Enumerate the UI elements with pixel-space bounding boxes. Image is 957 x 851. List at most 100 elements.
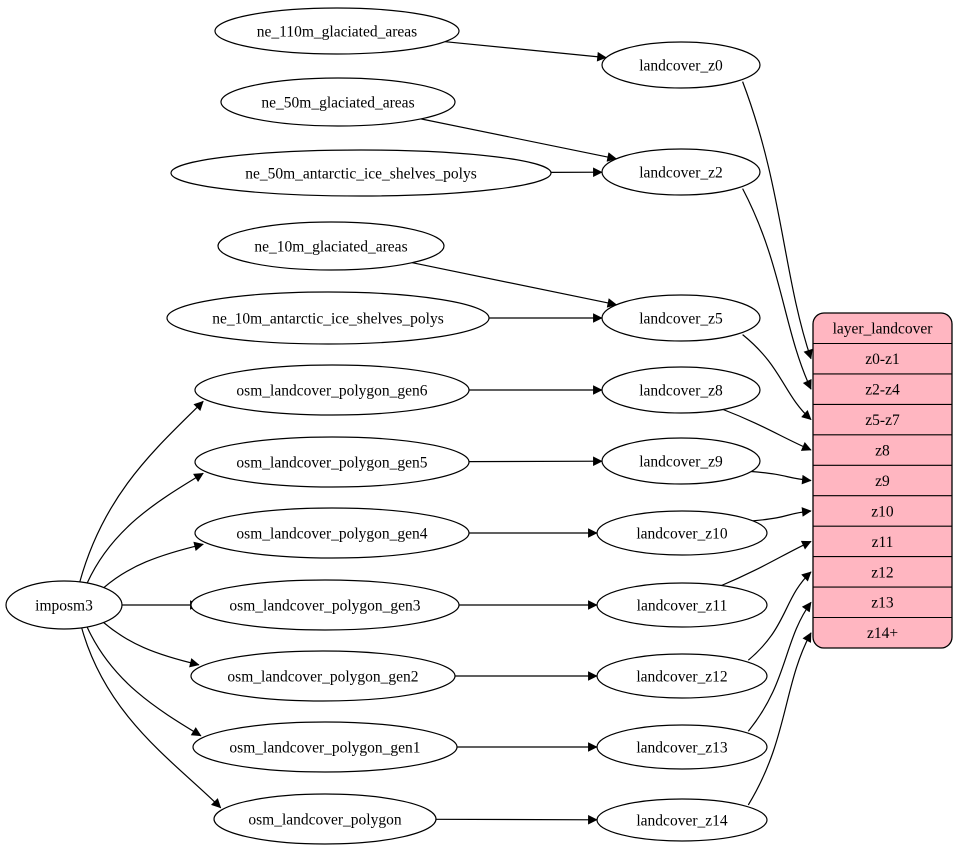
table-row-z9: z9: [875, 473, 890, 490]
edges-layer: [79, 41, 813, 825]
table-row-z0-z1: z0-z1: [865, 351, 899, 368]
node-label-landcover_z13: landcover_z13: [636, 739, 727, 756]
node-ellipse-landcover_z14: [596, 798, 768, 842]
node-label-landcover_z5: landcover_z5: [639, 310, 723, 327]
node-label-landcover_z2: landcover_z2: [639, 164, 723, 181]
node-label-ne_110m_glaciated_areas: ne_110m_glaciated_areas: [257, 23, 417, 40]
node-ellipse-landcover_z0: [601, 41, 761, 89]
node-landcover_z8: landcover_z8: [601, 366, 761, 414]
node-label-osm_landcover_polygon_gen3: osm_landcover_polygon_gen3: [229, 597, 420, 614]
node-label-osm_landcover_polygon: osm_landcover_polygon: [248, 811, 402, 828]
table-row-z8: z8: [875, 442, 890, 459]
node-ne_10m_glaciated_areas: ne_10m_glaciated_areas: [217, 221, 445, 271]
node-label-ne_10m_glaciated_areas: ne_10m_glaciated_areas: [254, 238, 407, 255]
edge-landcover_z9-to-row-z9: [751, 470, 812, 485]
edge-landcover_z10-to-row-z10: [752, 507, 812, 522]
edge-landcover_z14-to-row-z14+: [747, 632, 812, 806]
node-label-landcover_z12: landcover_z12: [636, 668, 727, 685]
node-osm_landcover_polygon: osm_landcover_polygon: [213, 793, 437, 845]
node-ellipse-osm_landcover_polygon_gen6: [194, 364, 470, 416]
node-osm_landcover_polygon_gen4: osm_landcover_polygon_gen4: [194, 507, 470, 559]
node-ellipse-landcover_z12: [596, 653, 768, 699]
node-landcover_z14: landcover_z14: [596, 798, 768, 842]
node-landcover_z0: landcover_z0: [601, 41, 761, 89]
edge-landcover_z0-to-row-z0-z1: [742, 81, 813, 360]
node-label-osm_landcover_polygon_gen6: osm_landcover_polygon_gen6: [236, 382, 427, 399]
edge-osm_landcover_polygon-to-landcover_z14: [435, 814, 598, 825]
edge-imposm3-to-osm_landcover_polygon: [81, 627, 222, 809]
edge-imposm3-to-osm_landcover_polygon_gen4: [103, 541, 204, 589]
table-layer-landcover: layer_landcoverz0-z1z2-z4z5-z7z8z9z10z11…: [812, 312, 953, 649]
edge-landcover_z8-to-row-z8: [722, 408, 812, 451]
node-ellipse-osm_landcover_polygon_gen1: [192, 721, 458, 773]
edge-ne_110m_glaciated_areas-to-landcover_z0: [445, 41, 607, 62]
node-label-ne_50m_antarctic_ice_shelves_polys: ne_50m_antarctic_ice_shelves_polys: [245, 165, 477, 182]
edge-ne_50m_glaciated_areas-to-landcover_z2: [420, 118, 617, 162]
edge-ne_10m_glaciated_areas-to-landcover_z5: [412, 262, 618, 308]
node-imposm3: imposm3: [5, 580, 123, 630]
node-ellipse-landcover_z10: [596, 510, 768, 556]
node-ne_10m_antarctic_ice_shelves_polys: ne_10m_antarctic_ice_shelves_polys: [166, 291, 490, 345]
node-ellipse-landcover_z5: [601, 294, 761, 342]
table-layer: layer_landcoverz0-z1z2-z4z5-z7z8z9z10z11…: [812, 312, 953, 649]
edge-imposm3-to-osm_landcover_polygon_gen1: [86, 626, 202, 737]
node-label-ne_10m_antarctic_ice_shelves_polys: ne_10m_antarctic_ice_shelves_polys: [212, 310, 444, 327]
table-title: layer_landcover: [833, 321, 934, 338]
node-label-landcover_z10: landcover_z10: [636, 525, 727, 542]
node-ellipse-imposm3: [5, 580, 123, 630]
node-ellipse-landcover_z9: [601, 437, 761, 485]
edge-landcover_z12-to-row-z12: [747, 571, 812, 661]
table-row-z14+: z14+: [867, 625, 898, 642]
node-ellipse-landcover_z11: [596, 582, 768, 628]
node-label-landcover_z9: landcover_z9: [639, 453, 723, 470]
node-ellipse-landcover_z13: [596, 724, 768, 770]
node-ne_110m_glaciated_areas: ne_110m_glaciated_areas: [214, 7, 460, 55]
node-landcover_z11: landcover_z11: [596, 582, 768, 628]
node-ellipse-landcover_z2: [601, 148, 761, 196]
edge-landcover_z11-to-row-z11: [721, 540, 812, 587]
node-ne_50m_glaciated_areas: ne_50m_glaciated_areas: [220, 77, 456, 127]
node-label-landcover_z11: landcover_z11: [637, 597, 728, 614]
table-row-z2-z4: z2-z4: [865, 382, 900, 399]
edge-imposm3-to-osm_landcover_polygon_gen5: [86, 472, 204, 584]
node-label-osm_landcover_polygon_gen5: osm_landcover_polygon_gen5: [236, 454, 427, 471]
node-label-imposm3: imposm3: [35, 597, 93, 614]
node-osm_landcover_polygon_gen5: osm_landcover_polygon_gen5: [194, 436, 470, 488]
node-osm_landcover_polygon_gen6: osm_landcover_polygon_gen6: [194, 364, 470, 416]
node-label-osm_landcover_polygon_gen4: osm_landcover_polygon_gen4: [236, 525, 427, 542]
node-landcover_z5: landcover_z5: [601, 294, 761, 342]
node-ellipse-osm_landcover_polygon_gen3: [190, 579, 460, 631]
node-label-landcover_z0: landcover_z0: [639, 57, 723, 74]
node-ellipse-osm_landcover_polygon_gen4: [194, 507, 470, 559]
table-row-z5-z7: z5-z7: [865, 412, 900, 429]
nodes-layer: imposm3 ne_110m_glaciated_areas ne_50m_gla…: [5, 7, 768, 845]
node-osm_landcover_polygon_gen3: osm_landcover_polygon_gen3: [190, 579, 460, 631]
edge-imposm3-to-osm_landcover_polygon_gen2: [103, 622, 200, 668]
node-landcover_z2: landcover_z2: [601, 148, 761, 196]
node-ellipse-osm_landcover_polygon_gen2: [190, 650, 456, 702]
node-osm_landcover_polygon_gen2: osm_landcover_polygon_gen2: [190, 650, 456, 702]
edge-landcover_z5-to-row-z5-z7: [742, 334, 812, 421]
edge-landcover_z2-to-row-z2-z4: [742, 188, 812, 390]
node-ne_50m_antarctic_ice_shelves_polys: ne_50m_antarctic_ice_shelves_polys: [170, 149, 552, 197]
node-ellipse-ne_10m_antarctic_ice_shelves_polys: [166, 291, 490, 345]
node-landcover_z12: landcover_z12: [596, 653, 768, 699]
edge-imposm3-to-osm_landcover_polygon_gen6: [79, 400, 204, 583]
node-landcover_z9: landcover_z9: [601, 437, 761, 485]
node-ellipse-ne_110m_glaciated_areas: [214, 7, 460, 55]
node-ellipse-ne_10m_glaciated_areas: [217, 221, 445, 271]
node-label-landcover_z14: landcover_z14: [636, 812, 727, 829]
node-ellipse-ne_50m_antarctic_ice_shelves_polys: [170, 149, 552, 197]
node-landcover_z10: landcover_z10: [596, 510, 768, 556]
table-row-z10: z10: [871, 503, 894, 520]
node-ellipse-osm_landcover_polygon_gen5: [194, 436, 470, 488]
table-row-z13: z13: [871, 595, 894, 612]
node-ellipse-osm_landcover_polygon: [213, 793, 437, 845]
edge-landcover_z13-to-row-z13: [747, 601, 812, 732]
node-label-ne_50m_glaciated_areas: ne_50m_glaciated_areas: [261, 94, 414, 111]
node-ellipse-ne_50m_glaciated_areas: [220, 77, 456, 127]
node-landcover_z13: landcover_z13: [596, 724, 768, 770]
node-label-landcover_z8: landcover_z8: [639, 382, 723, 399]
